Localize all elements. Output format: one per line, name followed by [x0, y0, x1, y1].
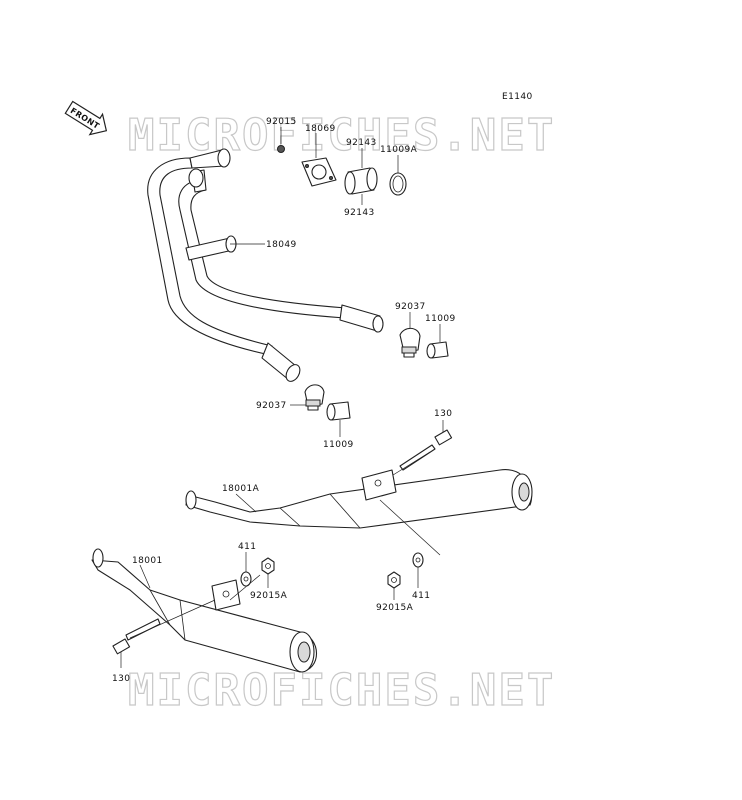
label-92015A-left: 92015A — [250, 591, 288, 601]
label-18001: 18001 — [132, 556, 163, 566]
label-18049: 18049 — [266, 240, 297, 250]
washer-411-right — [412, 552, 424, 568]
label-92015: 92015 — [266, 117, 297, 127]
label-130-left: 130 — [112, 674, 130, 684]
clamp-92037-right — [399, 327, 421, 358]
label-92143-bottom: 92143 — [344, 208, 375, 218]
gasket-ring-11009A-inner — [392, 175, 404, 193]
gasket-11009-left — [326, 401, 351, 421]
label-92143-top: 92143 — [346, 138, 377, 148]
label-92037-left: 92037 — [256, 401, 287, 411]
label-11009-left: 11009 — [323, 440, 354, 450]
label-18001A: 18001A — [222, 484, 260, 494]
leader-18001A — [235, 493, 257, 513]
clamp-92037-left — [304, 384, 325, 411]
leader-bracket-to-washer-left — [229, 574, 261, 601]
muffler-18001A — [185, 469, 533, 529]
label-130-right: 130 — [434, 409, 452, 419]
leader-bolt-left-to-bracket — [129, 599, 216, 639]
label-411-left: 411 — [238, 542, 256, 552]
bolt-130-left — [112, 618, 161, 655]
leader-muffler-to-411 — [379, 499, 441, 556]
watermark-top: MICROFICHES.NET — [128, 110, 555, 161]
label-11009A: 11009A — [380, 145, 418, 155]
label-411-right: 411 — [412, 591, 430, 601]
label-18069: 18069 — [305, 124, 336, 134]
watermark-bottom: MICROFICHES.NET — [128, 665, 555, 716]
collar-92143 — [344, 167, 378, 195]
bolt-130-right — [399, 429, 453, 471]
muffler-18001 — [91, 548, 317, 673]
label-92037-right: 92037 — [395, 302, 426, 312]
nut-92015A-left — [261, 557, 275, 575]
leader-18001 — [139, 564, 151, 589]
label-92015A-right: 92015A — [376, 603, 414, 613]
washer-92015 — [277, 145, 285, 153]
label-11009-right: 11009 — [425, 314, 456, 324]
gasket-11009-right — [426, 341, 449, 359]
gasket-18069 — [301, 157, 337, 187]
diagram-code: E1140 — [502, 92, 533, 102]
exhaust-header-pipe — [147, 148, 384, 382]
front-arrow-icon: FRONT — [64, 100, 108, 136]
nut-92015A-right — [387, 571, 401, 589]
